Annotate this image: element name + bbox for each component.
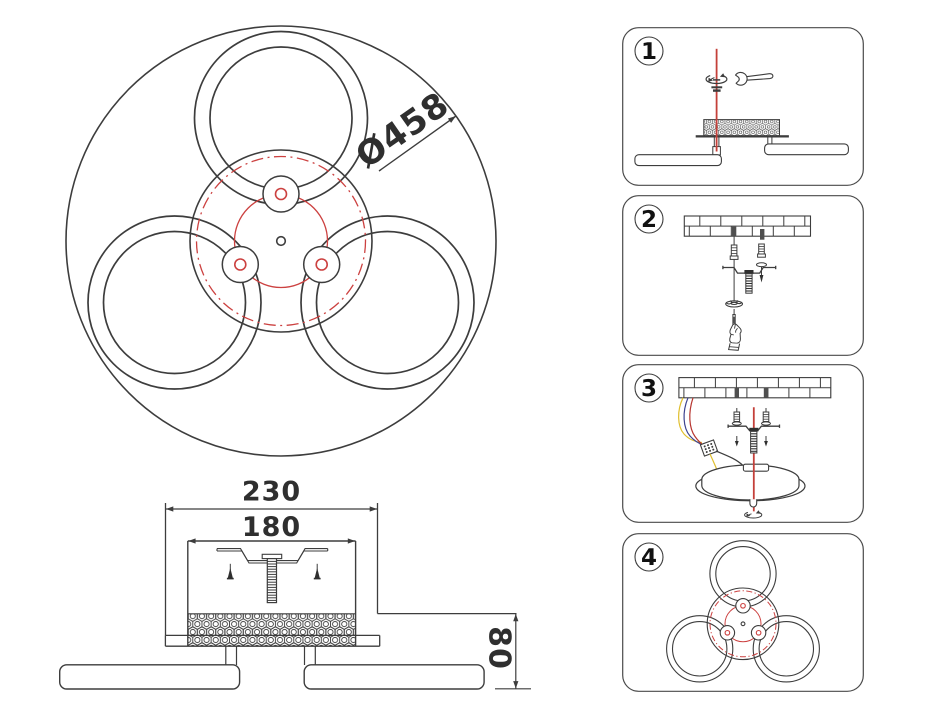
canopy-body bbox=[695, 463, 806, 502]
drill-hole-right bbox=[760, 229, 765, 240]
right-anchor-assembly bbox=[756, 243, 767, 283]
bracket-bolt bbox=[749, 427, 759, 454]
step-number: 2 bbox=[641, 207, 657, 233]
step-number-badge: 3 bbox=[634, 373, 664, 403]
wire-connector-block bbox=[699, 439, 719, 457]
center-bolt bbox=[261, 553, 283, 604]
ring-left-side bbox=[59, 664, 241, 690]
mount-holes-red bbox=[234, 187, 329, 271]
drill-hole-left bbox=[734, 388, 739, 398]
installation-steps: 1 bbox=[622, 27, 864, 692]
nut-rotation-icon bbox=[744, 510, 763, 519]
bracket-screw-right bbox=[313, 563, 321, 580]
mount-holes-red bbox=[724, 602, 762, 636]
side-view-drawing: 230 180 bbox=[59, 477, 531, 690]
ring-right-side bbox=[303, 664, 485, 690]
height-label: 80 bbox=[482, 626, 517, 670]
brick-ceiling bbox=[678, 377, 832, 399]
wire-to-body bbox=[715, 450, 744, 466]
step-panel-4: 4 bbox=[622, 533, 864, 692]
hand-outline bbox=[729, 323, 742, 344]
anchor-left bbox=[731, 408, 742, 426]
center-hole bbox=[740, 621, 746, 627]
canopy-hidden-circle bbox=[195, 155, 367, 327]
canopy-plate bbox=[164, 634, 381, 647]
lamp-top-view-small bbox=[666, 540, 820, 683]
screw-direction-arrows bbox=[734, 436, 768, 447]
canopy-ring bbox=[725, 300, 744, 308]
outer-width-label: 230 bbox=[242, 477, 301, 508]
ring-stems bbox=[225, 646, 316, 665]
anchor-right bbox=[761, 408, 771, 426]
ring-bottom-right bbox=[752, 615, 820, 683]
step-panel-1: 1 bbox=[622, 27, 864, 186]
step-number-badge: 2 bbox=[634, 204, 664, 234]
dimension-230 bbox=[164, 503, 379, 636]
lamp-body-side bbox=[634, 119, 849, 167]
fixture-outline-circle bbox=[65, 25, 497, 457]
bracket-bolt bbox=[744, 270, 754, 294]
ring-bottom-left bbox=[666, 615, 734, 683]
step-number: 3 bbox=[641, 376, 657, 402]
mount-bosses bbox=[221, 175, 341, 284]
wrench-icon bbox=[734, 71, 774, 86]
bracket-screw-left bbox=[226, 563, 234, 580]
bolt-tip-cap bbox=[749, 499, 758, 508]
brick-ceiling bbox=[683, 215, 812, 237]
step-panel-2: 2 bbox=[622, 195, 864, 356]
nut-rotation-icon bbox=[705, 73, 728, 92]
mount-bosses bbox=[719, 598, 767, 641]
ring-right-side bbox=[764, 143, 849, 156]
center-hole bbox=[275, 235, 287, 247]
step-number: 4 bbox=[641, 545, 657, 571]
drill-hole-left bbox=[731, 226, 737, 237]
step-number-badge: 4 bbox=[634, 542, 664, 572]
top-view-drawing: Ø458 bbox=[65, 25, 497, 457]
leader-arrowhead bbox=[447, 116, 456, 123]
step-number: 1 bbox=[641, 39, 657, 65]
wire-connector-hand bbox=[727, 314, 742, 351]
housing-box bbox=[187, 540, 357, 647]
ring-bottom-left bbox=[87, 215, 262, 390]
central-body-circle bbox=[189, 149, 373, 333]
step-number-badge: 1 bbox=[634, 36, 664, 66]
ring-bottom-right bbox=[300, 215, 475, 390]
drill-hole-right bbox=[763, 388, 769, 398]
inner-width-label: 180 bbox=[242, 512, 301, 543]
diffuser-band bbox=[187, 613, 356, 646]
central-body-circle bbox=[706, 587, 780, 661]
ring-left-side bbox=[634, 154, 722, 167]
step-panel-3: 3 bbox=[622, 364, 864, 523]
dimension-80 bbox=[377, 612, 531, 690]
